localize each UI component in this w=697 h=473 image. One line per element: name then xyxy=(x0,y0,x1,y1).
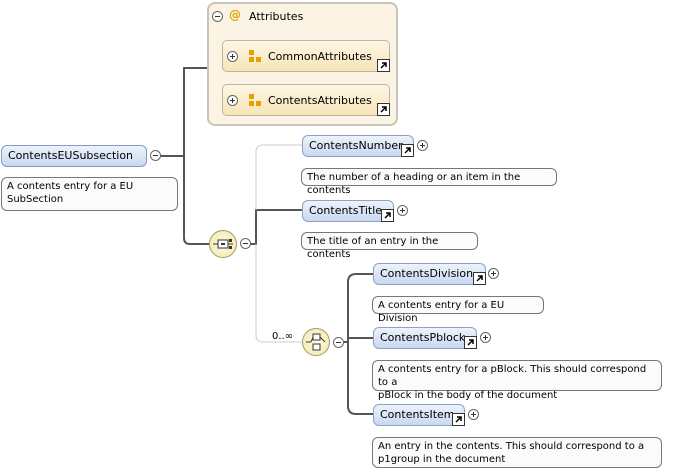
reference-arrow-icon[interactable] xyxy=(401,144,414,157)
expand-toggle-contentsdivision[interactable] xyxy=(488,268,499,279)
description-text: An entry in the contents. This should co… xyxy=(378,441,645,452)
description-text: The number of a heading or an item in th… xyxy=(307,172,521,196)
element-contentsnumber[interactable]: ContentsNumber xyxy=(302,135,414,157)
element-contentsdivision[interactable]: ContentsDivision xyxy=(373,263,486,285)
root-element-label: ContentsEUSubsection xyxy=(8,149,134,162)
description-contentstitle: The title of an entry in the contents xyxy=(301,232,478,260)
attribute-group-icon xyxy=(248,49,262,63)
element-label: ContentsTitle xyxy=(309,204,383,217)
description-contentsnumber: The number of a heading or an item in th… xyxy=(301,168,557,196)
description-text: A contents entry for a EU Division xyxy=(378,300,505,324)
collapse-toggle-attributes[interactable] xyxy=(212,11,223,22)
attribute-group-contentsattributes[interactable]: ContentsAttributes xyxy=(222,84,390,116)
collapse-toggle-sequence[interactable] xyxy=(240,238,251,249)
reference-arrow-icon[interactable] xyxy=(464,336,477,349)
description-contentspblock: A contents entry for a pBlock. This shou… xyxy=(372,360,662,401)
description-text: A contents entry for a pBlock. This shou… xyxy=(378,364,647,388)
root-element-node[interactable]: ContentsEUSubsection xyxy=(1,145,147,167)
reference-arrow-icon[interactable] xyxy=(377,59,390,72)
at-sign-icon: @ xyxy=(229,8,241,22)
description-text: p1group in the document xyxy=(378,454,506,465)
attribute-group-icon xyxy=(248,93,262,107)
attributes-panel: @ Attributes CommonAttributes ContentsAt… xyxy=(207,2,398,126)
expand-toggle-contentsnumber[interactable] xyxy=(417,140,428,151)
expand-toggle-contentstitle[interactable] xyxy=(397,205,408,216)
expand-toggle-contentspblock[interactable] xyxy=(480,332,491,343)
reference-arrow-icon[interactable] xyxy=(377,103,390,116)
element-label: ContentsItem xyxy=(380,408,455,421)
description-text: The title of an entry in the contents xyxy=(307,236,439,260)
expand-toggle-contentsitem[interactable] xyxy=(468,409,479,420)
element-contentstitle[interactable]: ContentsTitle xyxy=(302,200,394,222)
sequence-compositor-icon[interactable] xyxy=(209,230,237,258)
element-label: ContentsNumber xyxy=(309,139,403,152)
choice-compositor-icon[interactable] xyxy=(302,328,330,356)
attribute-group-commonattributes[interactable]: CommonAttributes xyxy=(222,40,390,72)
attribute-group-label: CommonAttributes xyxy=(268,50,372,63)
collapse-toggle-root[interactable] xyxy=(150,150,161,161)
description-text: pBlock in the body of the document xyxy=(378,390,558,401)
description-contentsitem: An entry in the contents. This should co… xyxy=(372,437,662,468)
element-label: ContentsDivision xyxy=(380,267,474,280)
element-contentspblock[interactable]: ContentsPblock xyxy=(373,327,477,349)
expand-toggle-commonattributes[interactable] xyxy=(227,51,238,62)
element-contentsitem[interactable]: ContentsItem xyxy=(373,404,465,426)
reference-arrow-icon[interactable] xyxy=(381,209,394,222)
expand-toggle-contentsattributes[interactable] xyxy=(227,95,238,106)
root-description: A contents entry for a EU SubSection xyxy=(1,177,178,211)
attribute-group-label: ContentsAttributes xyxy=(268,94,372,107)
description-contentsdivision: A contents entry for a EU Division xyxy=(372,296,544,324)
collapse-toggle-choice[interactable] xyxy=(333,337,344,348)
reference-arrow-icon[interactable] xyxy=(452,413,465,426)
attributes-title: Attributes xyxy=(249,10,304,23)
root-description-text: A contents entry for a EU SubSection xyxy=(7,181,134,205)
reference-arrow-icon[interactable] xyxy=(473,272,486,285)
occurrence-label: 0..∞ xyxy=(272,331,294,342)
element-label: ContentsPblock xyxy=(380,331,466,344)
